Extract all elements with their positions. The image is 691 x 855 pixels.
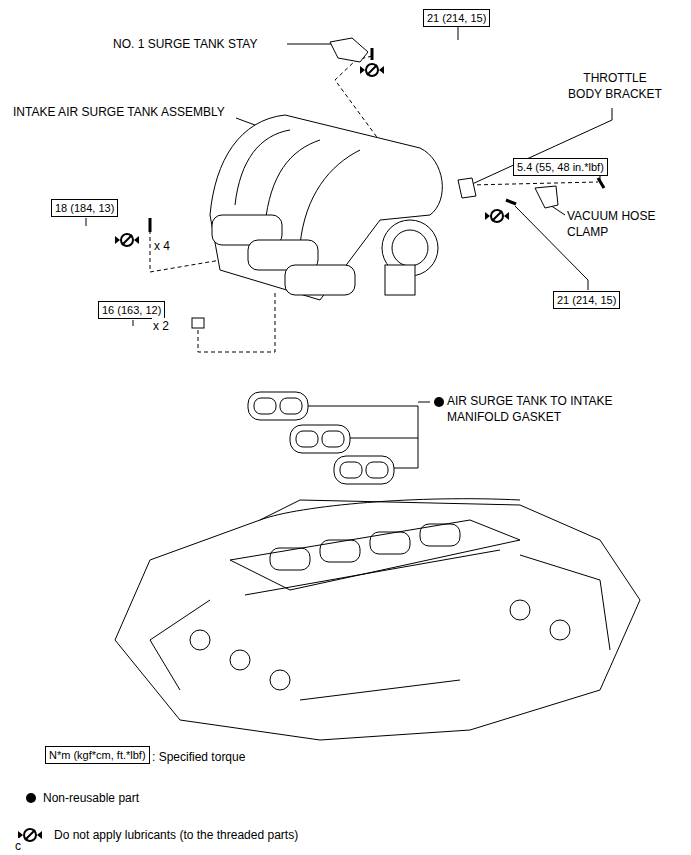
part-label: THROTTLE BODY BRACKET xyxy=(566,70,664,102)
torque-box: 18 (184, 13) xyxy=(51,199,118,217)
leader-line xyxy=(350,438,418,439)
surge-tank-stay xyxy=(330,38,368,62)
torque-box: 16 (163, 12) xyxy=(98,301,165,319)
part-label: NO. 1 SURGE TANK STAY xyxy=(112,36,258,52)
torque-value: N*m (kgf*cm, ft.*lbf) xyxy=(49,749,146,761)
torque-value: 16 (163, 12) xyxy=(102,304,161,316)
legend-text: Do not apply lubricants (to the threaded… xyxy=(54,827,298,843)
leader-line xyxy=(470,120,612,185)
gasket xyxy=(248,392,308,420)
runner xyxy=(235,130,290,205)
non-reusable-dot xyxy=(434,397,444,407)
part-label: AIR SURGE TANK TO INTAKE MANIFOLD GASKET xyxy=(446,393,648,425)
torque-box: 21 (214, 15) xyxy=(553,291,620,309)
leader-line xyxy=(458,27,459,40)
vacuum-hose-clamp xyxy=(535,186,558,208)
torque-box: 5.4 (55, 48 in.*lbf) xyxy=(513,158,608,176)
surge-tank xyxy=(210,115,442,300)
dashed-line xyxy=(198,290,275,352)
torque-value: 5.4 (55, 48 in.*lbf) xyxy=(517,161,604,173)
bolt xyxy=(598,178,604,188)
legend-text: Non-reusable part xyxy=(43,790,139,806)
torque-value: 21 (214, 15) xyxy=(427,12,486,24)
torque-box: N*m (kgf*cm, ft.*lbf) xyxy=(45,746,150,764)
no-lubricant-symbol xyxy=(485,210,509,222)
leader-line xyxy=(287,44,335,45)
part-label: x 2 xyxy=(152,318,170,334)
bolt xyxy=(371,48,374,60)
torque-box: 21 (214, 15) xyxy=(423,9,490,27)
no-lubricant-symbol xyxy=(360,64,384,76)
throttle-body-bracket xyxy=(458,178,476,198)
throttle-motor xyxy=(385,265,415,295)
bolt xyxy=(149,218,152,232)
part-label: : Specified torque xyxy=(151,749,246,765)
part-label: INTAKE AIR SURGE TANK ASSEMBLY xyxy=(12,104,226,120)
torque-value: 21 (214, 15) xyxy=(557,294,616,306)
gasket xyxy=(290,425,350,453)
legend-swatch-dot xyxy=(26,793,36,803)
bolt xyxy=(506,200,516,204)
no-lubricant-symbol xyxy=(115,234,139,246)
runner xyxy=(300,150,360,245)
part-label: VACUUM HOSE CLAMP xyxy=(566,208,658,240)
runner xyxy=(265,140,320,225)
throttle-bore xyxy=(392,230,428,266)
nut xyxy=(192,318,204,328)
part-label: c xyxy=(14,838,22,854)
leader-line xyxy=(588,280,589,290)
torque-value: 18 (184, 13) xyxy=(55,202,114,214)
leader-line xyxy=(86,218,87,226)
leader-line xyxy=(418,402,430,403)
engine-illustration xyxy=(115,499,640,740)
gasket xyxy=(334,456,394,484)
leader-line xyxy=(133,320,134,326)
leader-line xyxy=(612,108,613,120)
leader-line xyxy=(308,406,418,468)
dashed-line xyxy=(470,182,598,185)
flange xyxy=(285,265,355,295)
part-label: x 4 xyxy=(153,238,171,254)
